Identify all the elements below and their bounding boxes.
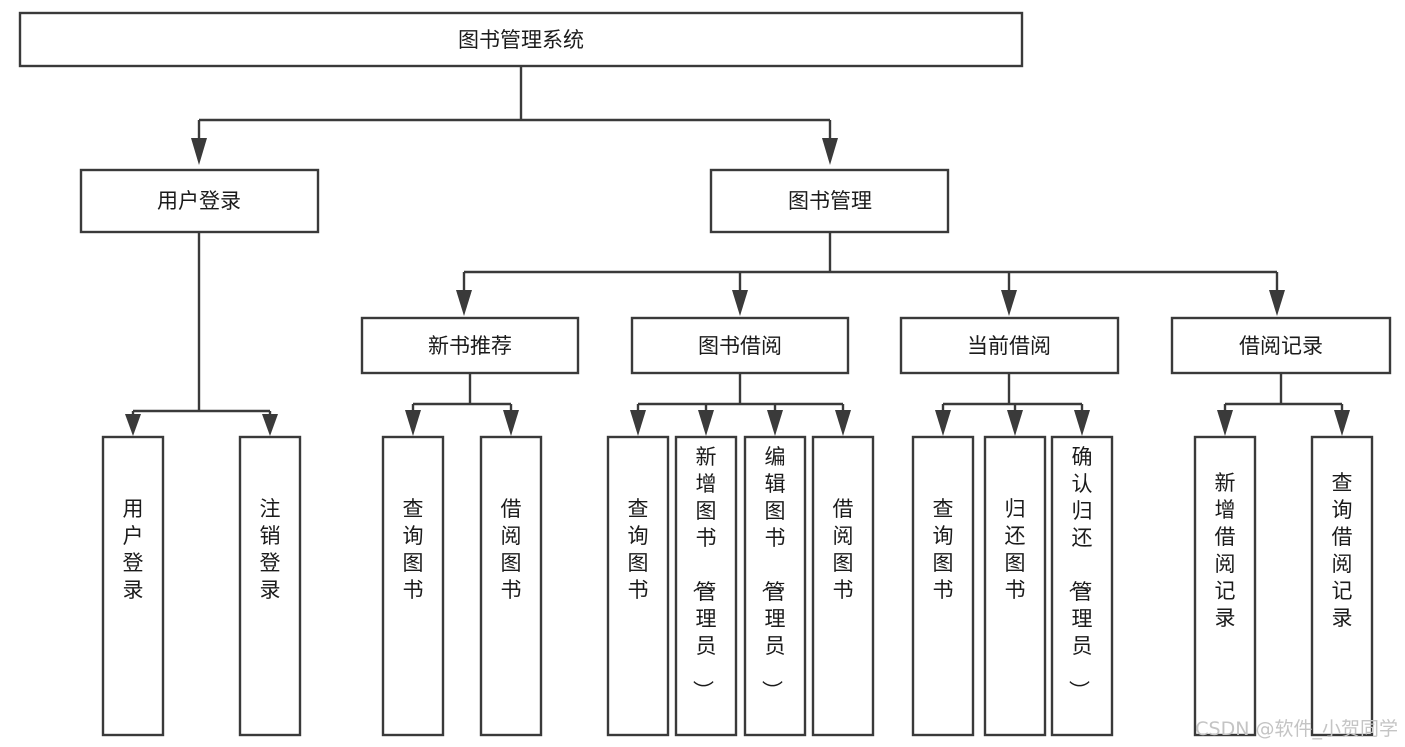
leaf-user-login-box[interactable]	[101, 435, 165, 737]
leaf-node-query-book-2[interactable]: 查询图书	[606, 435, 670, 737]
leaf-node-confirm-return[interactable]: 确认归还（管理员）	[1050, 435, 1114, 737]
node-book-management-box[interactable]	[709, 168, 950, 234]
node-user-login-label: 用户登录	[157, 189, 241, 213]
leaf-confirm-return-label: 确认归还（管理员）	[1067, 445, 1093, 701]
arrow-head-icon	[503, 410, 519, 436]
leaf-user-login-label: 用户登录	[123, 497, 144, 602]
node-borrow-record-box[interactable]	[1170, 316, 1392, 375]
leaf-borrow-book-1-box[interactable]	[479, 435, 543, 737]
leaf-query-book-2-label: 查询图书	[628, 497, 649, 602]
leaf-edit-book-label: 编辑图书（管理员）	[760, 445, 786, 701]
leaf-node-borrow-book-1[interactable]: 借阅图书	[479, 435, 543, 737]
arrow-head-icon	[935, 410, 951, 436]
arrow-head-icon	[262, 414, 278, 436]
connector-group-root	[191, 66, 838, 165]
arrow-head-icon	[1217, 410, 1233, 436]
connector-group-new-book-recommend	[405, 373, 519, 436]
arrow-head-icon	[1007, 410, 1023, 436]
leaf-add-record-box[interactable]	[1193, 435, 1257, 737]
leaf-return-book-box[interactable]	[983, 435, 1047, 737]
arrow-head-icon	[1074, 410, 1090, 436]
leaf-node-add-record[interactable]: 新增借阅记录	[1193, 435, 1257, 737]
node-root-box[interactable]	[18, 11, 1024, 68]
node-current-borrow-box[interactable]	[899, 316, 1120, 375]
node-current-borrow[interactable]: 当前借阅	[899, 316, 1120, 375]
connector-group-user-login	[125, 232, 278, 436]
node-user-login-box[interactable]	[79, 168, 320, 234]
node-borrow-record[interactable]: 借阅记录	[1170, 316, 1392, 375]
leaf-borrow-book-2-label: 借阅图书	[833, 497, 854, 602]
arrow-head-icon	[1269, 290, 1285, 316]
arrow-head-icon	[125, 414, 141, 436]
leaf-confirm-return-box[interactable]	[1050, 435, 1114, 737]
leaf-query-book-2-box[interactable]	[606, 435, 670, 737]
node-new-book-recommend-label: 新书推荐	[428, 334, 512, 358]
node-root[interactable]: 图书管理系统	[18, 11, 1024, 68]
leaf-add-book-box[interactable]	[674, 435, 738, 737]
leaf-return-book-label: 归还图书	[1005, 497, 1026, 602]
leaf-borrow-book-1-label: 借阅图书	[501, 497, 522, 602]
node-root-label: 图书管理系统	[458, 28, 584, 52]
arrow-head-icon	[732, 290, 748, 316]
csdn-watermark: CSDN @软件_小贺同学	[1195, 718, 1398, 740]
leaf-node-query-book-1[interactable]: 查询图书	[381, 435, 445, 737]
leaf-node-query-record[interactable]: 查询借阅记录	[1310, 435, 1374, 737]
arrow-head-icon	[767, 410, 783, 436]
arrow-head-icon	[1334, 410, 1350, 436]
leaf-edit-book-box[interactable]	[743, 435, 807, 737]
leaf-add-book-label: 新增图书（管理员）	[691, 445, 717, 701]
arrow-head-icon	[405, 410, 421, 436]
arrow-head-icon	[835, 410, 851, 436]
leaf-node-return-book[interactable]: 归还图书	[983, 435, 1047, 737]
leaf-node-user-logout[interactable]: 注销登录	[238, 435, 302, 737]
leaf-node-edit-book[interactable]: 编辑图书（管理员）	[743, 435, 807, 737]
leaf-node-user-login[interactable]: 用户登录	[101, 435, 165, 737]
node-book-borrow[interactable]: 图书借阅	[630, 316, 850, 375]
arrow-head-icon	[822, 138, 838, 165]
arrow-head-icon	[191, 138, 207, 165]
node-current-borrow-label: 当前借阅	[967, 334, 1051, 358]
arrow-head-icon	[698, 410, 714, 436]
node-book-management[interactable]: 图书管理	[709, 168, 950, 234]
leaf-query-book-1-box[interactable]	[381, 435, 445, 737]
leaf-add-record-label: 新增借阅记录	[1215, 471, 1236, 630]
leaf-user-logout-label: 注销登录	[260, 497, 281, 602]
node-book-management-label: 图书管理	[788, 189, 872, 213]
leaf-query-book-3-box[interactable]	[911, 435, 975, 737]
arrow-head-icon	[1001, 290, 1017, 316]
leaf-node-add-book[interactable]: 新增图书（管理员）	[674, 435, 738, 737]
node-book-borrow-box[interactable]	[630, 316, 850, 375]
connector-group-book-borrow	[630, 373, 851, 436]
leaf-query-record-label: 查询借阅记录	[1332, 471, 1353, 630]
arrow-head-icon	[630, 410, 646, 436]
node-book-borrow-label: 图书借阅	[698, 334, 782, 358]
node-new-book-recommend[interactable]: 新书推荐	[360, 316, 580, 375]
node-user-login[interactable]: 用户登录	[79, 168, 320, 234]
leaf-query-book-3-label: 查询图书	[933, 497, 954, 602]
leaf-user-logout-box[interactable]	[238, 435, 302, 737]
leaf-query-record-box[interactable]	[1310, 435, 1374, 737]
leaf-node-borrow-book-2[interactable]: 借阅图书	[811, 435, 875, 737]
arrow-head-icon	[456, 290, 472, 316]
node-new-book-recommend-box[interactable]	[360, 316, 580, 375]
connector-group-borrow-record	[1217, 373, 1350, 436]
node-borrow-record-label: 借阅记录	[1239, 334, 1323, 358]
leaf-query-book-1-label: 查询图书	[403, 497, 424, 602]
connector-group-current-borrow	[935, 373, 1090, 436]
leaf-node-query-book-3[interactable]: 查询图书	[911, 435, 975, 737]
leaf-borrow-book-2-box[interactable]	[811, 435, 875, 737]
connector-group-book-management	[456, 232, 1285, 316]
